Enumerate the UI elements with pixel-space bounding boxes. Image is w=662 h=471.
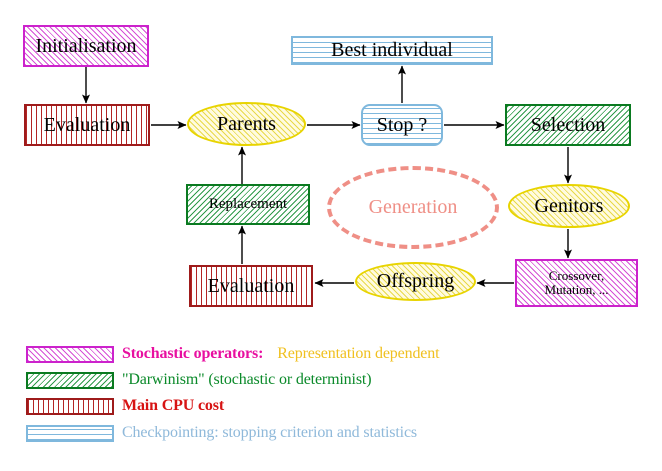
- legend-row-stochastic-operators: Stochastic operators: Representation depe…: [0, 342, 662, 366]
- node-genitors[interactable]: Genitors: [508, 184, 630, 228]
- node-replacement-label: Replacement: [208, 195, 288, 212]
- node-stop[interactable]: Stop ?: [361, 104, 443, 146]
- node-genitors-label: Genitors: [534, 194, 604, 217]
- legend: Stochastic operators: Representation depe…: [0, 338, 662, 458]
- node-generation-cycle: Generation: [327, 166, 499, 249]
- node-replacement[interactable]: Replacement: [186, 184, 310, 225]
- node-offspring[interactable]: Offspring: [355, 262, 476, 301]
- node-selection-label: Selection: [530, 113, 606, 136]
- legend-row-main-cpu-cost: Main CPU cost: [0, 394, 662, 418]
- node-parents[interactable]: Parents: [187, 102, 306, 146]
- legend-text-stochastic-operators-primary: Stochastic operators:: [122, 345, 264, 362]
- node-evaluation-bottom[interactable]: Evaluation: [189, 265, 313, 307]
- node-initialisation-label: Initialisation: [35, 34, 137, 57]
- legend-row-darwinism: "Darwinism" (stochastic or determinist): [0, 368, 662, 392]
- node-selection[interactable]: Selection: [505, 104, 631, 146]
- legend-text-main-cpu-cost: Main CPU cost: [122, 397, 225, 414]
- legend-text-stochastic-operators-secondary: Representation dependent: [277, 345, 440, 362]
- legend-swatch-blue-horizontal-hatch: [26, 424, 114, 442]
- node-best-individual-label: Best individual: [331, 39, 453, 62]
- legend-swatch-red-vertical-hatch: [26, 397, 114, 415]
- node-crossover-mutation-label: Crossover, Mutation, ...: [544, 268, 609, 297]
- legend-row-checkpointing: Checkpointing: stopping criterion and st…: [0, 421, 662, 445]
- legend-text-stochastic-operators: Stochastic operators: Representation depe…: [122, 345, 440, 363]
- node-evaluation-top[interactable]: Evaluation: [24, 104, 150, 146]
- node-evaluation-top-label: Evaluation: [43, 113, 131, 136]
- legend-swatch-green-diagonal-hatch: [26, 371, 114, 389]
- node-generation-label: Generation: [368, 196, 458, 218]
- legend-text-darwinism: "Darwinism" (stochastic or determinist): [122, 371, 372, 388]
- node-initialisation[interactable]: Initialisation: [23, 25, 149, 67]
- node-evaluation-bottom-label: Evaluation: [207, 274, 295, 297]
- node-parents-label: Parents: [217, 112, 276, 135]
- legend-swatch-magenta-diagonal-hatch: [26, 345, 114, 363]
- node-best-individual[interactable]: Best individual: [291, 36, 493, 65]
- node-offspring-label: Offspring: [376, 270, 455, 293]
- node-crossover-mutation[interactable]: Crossover, Mutation, ...: [515, 259, 638, 307]
- legend-text-checkpointing: Checkpointing: stopping criterion and st…: [122, 424, 417, 441]
- node-stop-label: Stop ?: [376, 113, 428, 136]
